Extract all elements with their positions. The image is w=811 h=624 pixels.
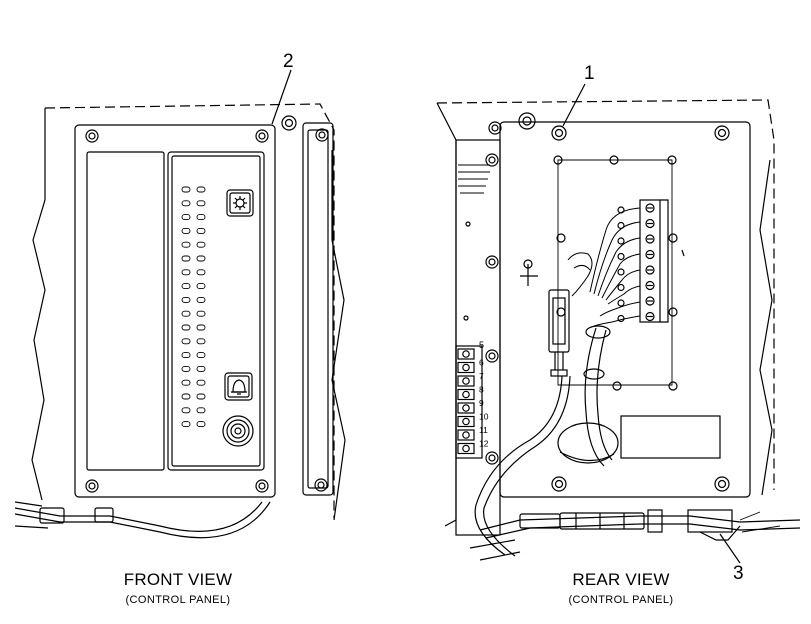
board-terminal-block — [617, 199, 685, 323]
callout-2-leader — [271, 69, 292, 125]
front-panel-plate — [74, 124, 276, 498]
front-view-title: FRONT VIEW — [123, 570, 233, 589]
terminal-number: 9 — [479, 398, 484, 408]
callout-1: 1 — [584, 63, 595, 84]
terminal-number: 11 — [479, 425, 488, 435]
front-indicator-panel — [167, 151, 265, 471]
front-view-subtitle: (CONTROL PANEL) — [125, 594, 231, 606]
rear-view-subtitle: (CONTROL PANEL) — [568, 594, 674, 606]
rear-grommet — [557, 422, 619, 464]
rear-harness-left — [474, 375, 563, 556]
terminal-number: 10 — [479, 412, 489, 422]
terminal-number: 8 — [479, 385, 484, 395]
callout-2: 2 — [283, 51, 294, 72]
rear-view — [436, 99, 801, 561]
rear-harness-loop — [584, 327, 605, 467]
alarm-silence-icon — [224, 372, 253, 401]
wire-clip — [520, 259, 538, 286]
terminal-number: 7 — [479, 371, 484, 381]
front-housing-outline — [44, 103, 335, 518]
harness-connector — [548, 289, 570, 377]
rear-bottom-harness — [479, 515, 801, 531]
front-blank-window — [86, 151, 165, 471]
callout-3: 3 — [733, 563, 744, 584]
key-switch-icon — [222, 415, 254, 447]
front-side-bracket — [302, 122, 334, 496]
lamp-test-icon — [226, 189, 254, 217]
rear-break-line-right — [759, 159, 773, 496]
terminal-number: 5 — [479, 340, 484, 350]
rear-housing-outline — [436, 99, 775, 490]
terminal-number-labels: 5 6 7 8 9 10 11 12 — [479, 340, 489, 449]
rear-terminal-strip — [455, 345, 483, 459]
front-break-line-right — [331, 150, 346, 521]
rear-label-plate — [620, 415, 721, 459]
rear-view-title: REAR VIEW — [572, 570, 670, 589]
terminal-number: 6 — [479, 358, 484, 368]
wire-bundle — [567, 207, 641, 327]
callout-3-leader — [719, 533, 741, 564]
front-break-line-left — [31, 108, 46, 501]
front-view — [14, 103, 346, 539]
callout-1-leader — [562, 83, 586, 127]
front-side-bracket-inner — [307, 129, 329, 489]
terminal-number: 12 — [479, 439, 489, 449]
indicator-lamp-grid — [181, 186, 206, 428]
rear-side-bracket — [455, 139, 501, 536]
front-wire-harness — [14, 501, 263, 532]
rear-panel-plate — [499, 121, 751, 498]
